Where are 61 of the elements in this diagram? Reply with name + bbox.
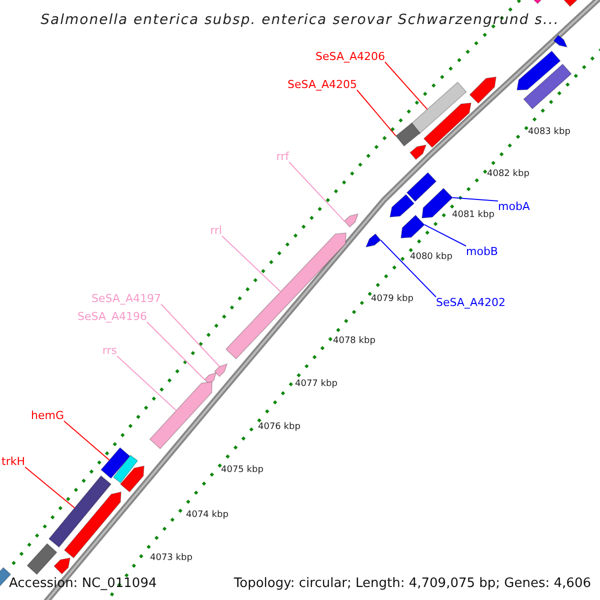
leader-line xyxy=(24,466,76,508)
gene-label: rrs xyxy=(102,345,117,356)
gene-block xyxy=(149,382,212,450)
leader-line xyxy=(160,304,220,368)
scale-label: 4080 kbp xyxy=(410,253,452,262)
gene-label: SeSA_A4205 xyxy=(288,79,357,90)
scale-label: 4077 kbp xyxy=(295,380,338,389)
gene-label: hemG xyxy=(31,410,64,421)
scale-label: 4073 kbp xyxy=(150,554,192,563)
gene-label: SeSA_A4197 xyxy=(92,293,161,304)
leader-line xyxy=(356,90,396,136)
leader-line xyxy=(452,197,498,202)
gene-block xyxy=(48,475,112,548)
gene-block xyxy=(516,50,561,90)
gene-label: SeSA_A4202 xyxy=(436,297,506,308)
accession-text: Accession: NC_011094 xyxy=(9,576,157,591)
gene-block xyxy=(395,122,421,147)
gene-block xyxy=(423,102,472,148)
gene-block xyxy=(54,558,70,574)
scale-label: 4082 kbp xyxy=(487,170,530,179)
gene-label: SeSA_A4196 xyxy=(78,311,147,322)
gene-block xyxy=(100,447,130,479)
scale-label: 4076 kbp xyxy=(258,423,300,432)
gene-block xyxy=(553,34,568,48)
gene-label: mobB xyxy=(466,246,498,257)
scale-label: 4081 kbp xyxy=(452,211,494,220)
gene-block xyxy=(410,144,427,160)
gene-block xyxy=(344,213,359,228)
gene-block xyxy=(214,363,228,378)
leader-line xyxy=(384,62,428,110)
genome-summary: Topology: circular; Length: 4,709,075 bp; Genes: 4,606 xyxy=(234,576,591,591)
leader-line xyxy=(424,224,466,246)
gene-block xyxy=(523,64,572,110)
gene-label: mobA xyxy=(498,201,530,212)
gene-block xyxy=(422,188,454,218)
leader-line xyxy=(146,322,206,380)
scale-label: 4078 kbp xyxy=(333,337,376,346)
gene-block xyxy=(365,233,382,248)
gene-block xyxy=(410,82,467,134)
leader-line xyxy=(288,162,345,222)
gene-block xyxy=(390,194,415,218)
gene-block xyxy=(400,214,426,238)
gene-label: SeSA_A4206 xyxy=(316,51,385,62)
scale-label: 4083 kbp xyxy=(528,128,570,137)
gene-label: rrf xyxy=(276,151,289,162)
gene-block xyxy=(26,543,58,575)
gene-block xyxy=(469,76,496,104)
gene-block xyxy=(120,466,144,492)
leader-line xyxy=(116,356,177,411)
scale-label: 4075 kbp xyxy=(221,466,264,475)
gene-block xyxy=(64,491,122,558)
scale-label: 4074 kbp xyxy=(186,511,228,520)
leader-line xyxy=(64,420,110,461)
gene-block xyxy=(112,454,138,484)
leader-line xyxy=(222,236,282,292)
title: Salmonella enterica subsp. enterica serovar Schwarzengrund s... xyxy=(40,12,560,28)
leader-line xyxy=(380,240,436,298)
gene-label: trkH xyxy=(2,456,25,467)
gene-label: rrl xyxy=(210,225,222,236)
gene-block xyxy=(406,172,437,202)
scale-label: 4079 kbp xyxy=(371,295,414,304)
